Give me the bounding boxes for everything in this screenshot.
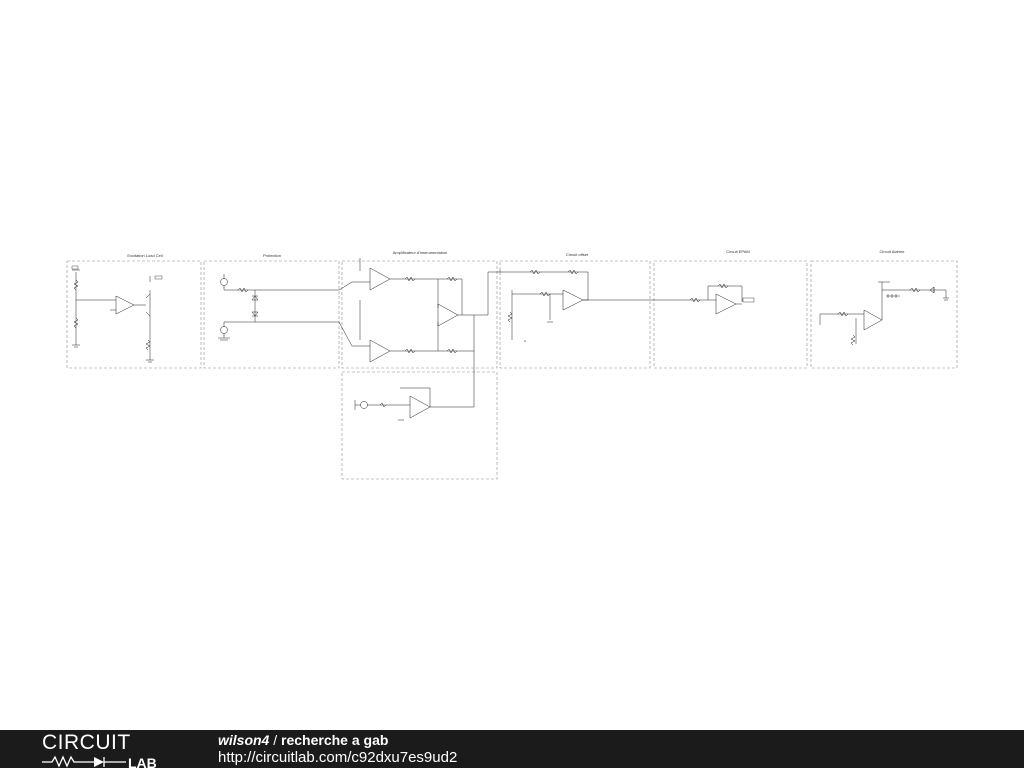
- output-label-tag: [742, 297, 755, 303]
- section-title: Excitation Load Cell: [127, 253, 162, 258]
- op-amp-icon: [369, 267, 391, 291]
- section-box: [499, 260, 651, 369]
- voltage-source-icon: [220, 278, 228, 286]
- logo-bottom-text: LAB: [128, 755, 157, 768]
- voltage-source-icon: [360, 401, 368, 409]
- schematic-canvas: Excitation Load Cell Protection Amplific…: [66, 249, 958, 480]
- note-text: Ω: [524, 339, 526, 343]
- epam-wires: [652, 283, 754, 305]
- section-box: [203, 260, 340, 369]
- section-box: [66, 260, 202, 369]
- diode-bar-icon: [103, 757, 126, 767]
- circuit-url[interactable]: http://circuitlab.com/c92dxu7es9ud2: [218, 749, 458, 766]
- project-title[interactable]: recherche a gab: [281, 732, 389, 748]
- section-title: Circuit offset: [566, 252, 589, 257]
- op-amp-icon: [863, 309, 883, 331]
- section-instrumentation-amplifier: Amplificateur d'instrumentation: [338, 250, 498, 480]
- op-amp-icon: [715, 293, 737, 315]
- op-amp-icon: [437, 303, 459, 327]
- op-amp-icon: [369, 339, 391, 363]
- vcc-label-tag: [154, 275, 163, 280]
- offset-wires: [474, 269, 652, 340]
- op-amp-icon: [409, 395, 431, 419]
- section-title: Amplificateur d'instrumentation: [393, 250, 448, 255]
- circuit-title-line: wilson4 / recherche a gab: [218, 732, 388, 749]
- section-box: [810, 260, 958, 369]
- alarm-wires: [819, 281, 949, 346]
- op-amp-icon: [562, 289, 584, 311]
- inamp-wires: [338, 258, 475, 421]
- section-box: [653, 260, 808, 369]
- user-link[interactable]: wilson4: [218, 732, 270, 748]
- resistor-icon: [42, 755, 94, 768]
- section-circuit-offset: Circuit offset Ω: [474, 252, 652, 369]
- section-circuit-alarme: Circuit Alarme: [810, 249, 958, 369]
- title-separator: /: [269, 732, 282, 748]
- diode-icon: [94, 757, 104, 767]
- excitation-wires: [72, 269, 154, 363]
- logo-top-text: CIRCUIT: [42, 732, 131, 754]
- section-title: Circuit Alarme: [880, 249, 906, 254]
- section-title: Circuit EPAM: [726, 249, 749, 254]
- section-box: [341, 260, 498, 369]
- section-title: Protection: [263, 253, 281, 258]
- section-box: [341, 371, 498, 480]
- section-protection: Protection: [203, 253, 340, 369]
- protection-wires: [218, 274, 339, 341]
- section-excitation-load-cell: Excitation Load Cell: [66, 253, 202, 369]
- section-circuit-epam: Circuit EPAM: [652, 249, 808, 369]
- vcc-label-tag: [71, 265, 79, 270]
- voltage-source-icon: [220, 326, 228, 334]
- circuitlab-logo[interactable]: CIRCUIT LAB: [42, 732, 177, 768]
- footer-bar: CIRCUIT LAB wilson4 / recherche a gab ht…: [0, 730, 1024, 768]
- schematic-diagram: Excitation Load Cell Protection Amplific…: [66, 249, 958, 480]
